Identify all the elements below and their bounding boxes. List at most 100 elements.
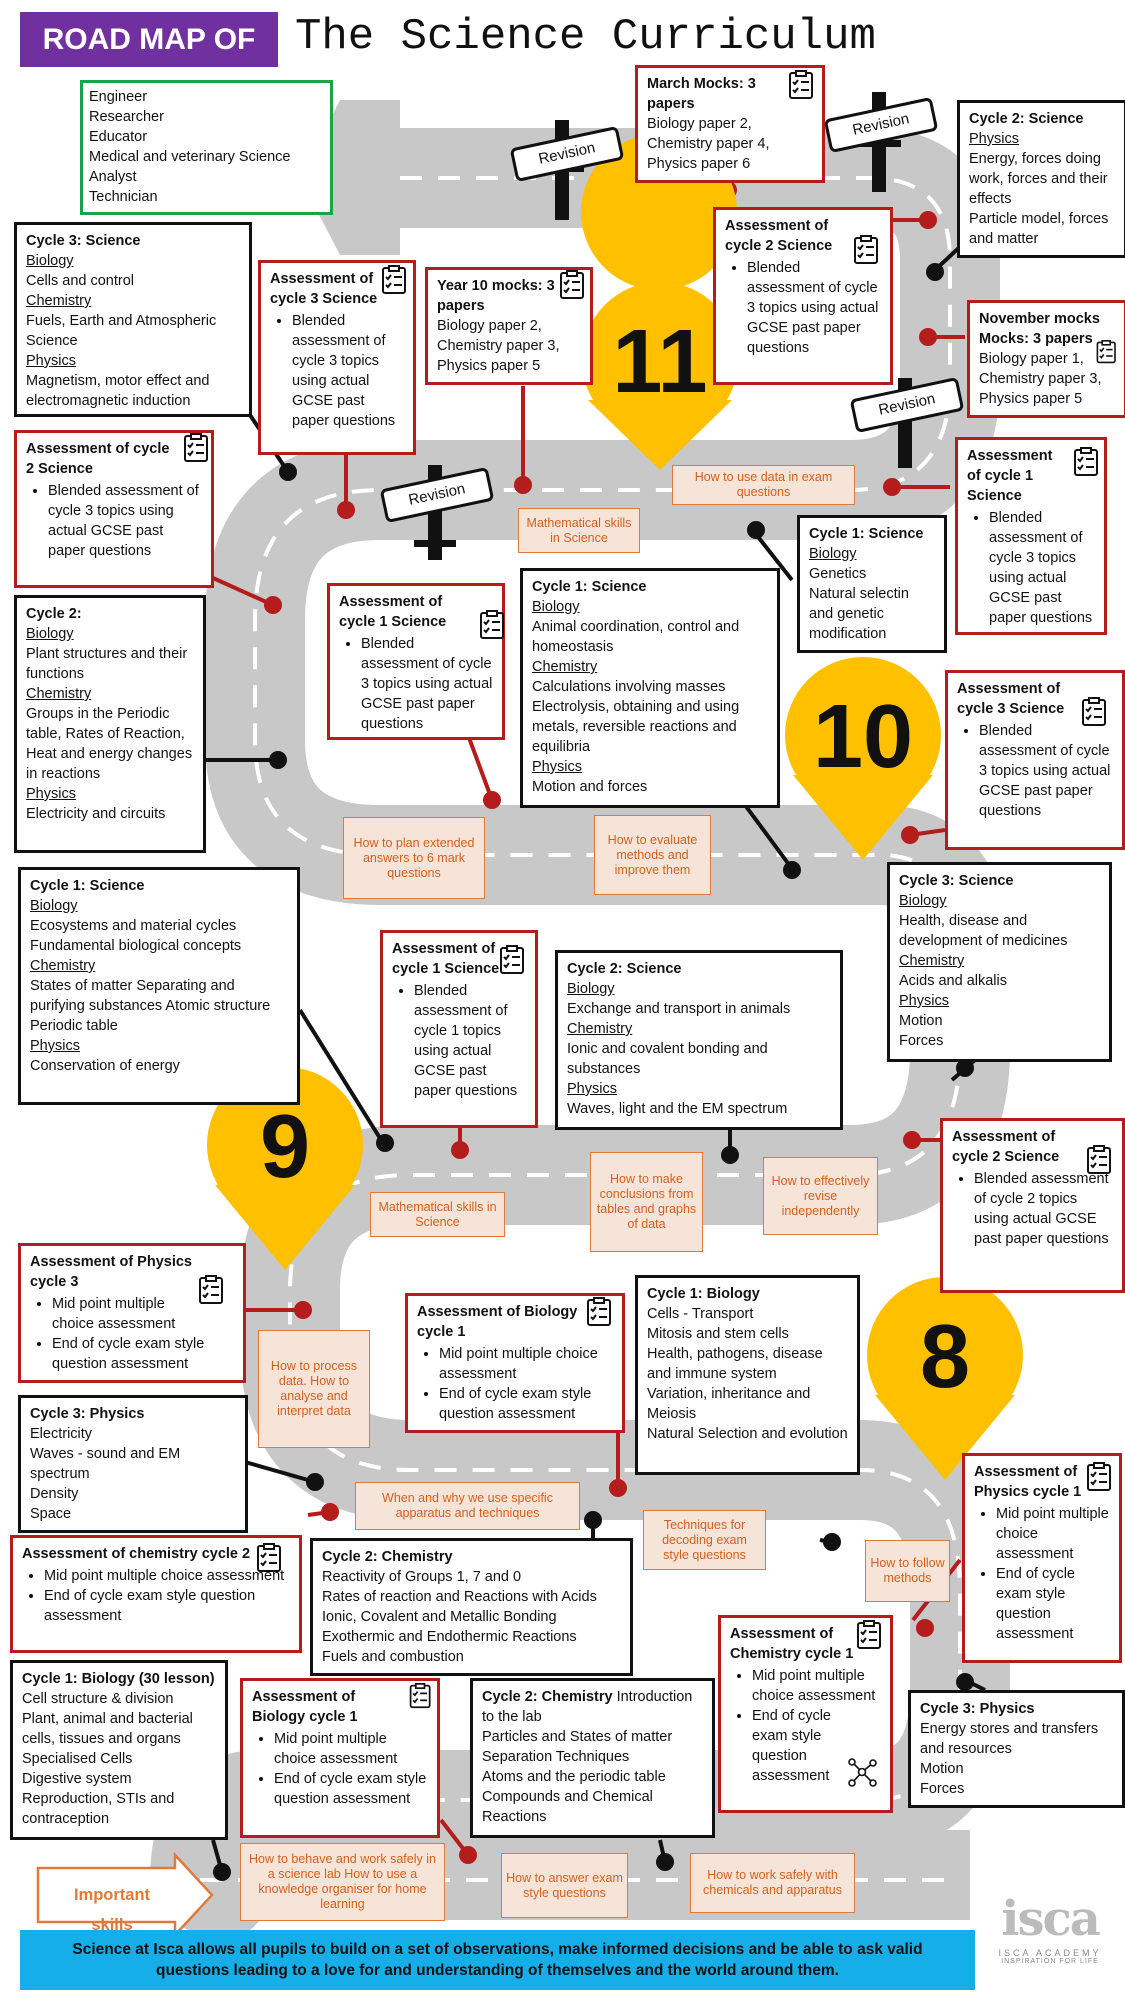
- box-title: Cycle 1: Science: [30, 878, 145, 894]
- subject-heading: Physics: [899, 993, 949, 1009]
- topic-line: Physics paper 5: [437, 358, 541, 374]
- topic-line: Cells and control: [26, 273, 134, 289]
- box-title: Assessment of cycle 1 Science: [967, 448, 1053, 504]
- topic-line: Ionic and covalent bonding and substance…: [567, 1041, 768, 1077]
- y10-cycle2-box: Cycle 2: Biology Plant structures and th…: [14, 595, 206, 853]
- y7-assessment-chemistry-cycle1-box: Assessment of Chemistry cycle 1 Mid poin…: [718, 1615, 893, 1813]
- topic-line: Mitosis and stem cells: [647, 1326, 789, 1342]
- career-item: Technician: [89, 189, 158, 205]
- year-11-label: 11: [612, 312, 708, 412]
- black-dots: [213, 263, 974, 1881]
- topic-line: Reproduction, STIs and contraception: [22, 1791, 175, 1827]
- skill-work-safely: How to work safely with chemicals and ap…: [690, 1853, 855, 1913]
- topic-line: Motion and forces: [532, 779, 648, 795]
- march-mocks-title: March Mocks: 3 papers: [647, 76, 756, 112]
- march-mocks-line: Physics paper 6: [647, 156, 751, 172]
- bullet-item: Blended assessment of cycle 2 topics usi…: [974, 1169, 1113, 1249]
- topic-line: Energy stores and transfers and resource…: [920, 1721, 1099, 1757]
- y7-cycle3-physics-box: Cycle 3: Physics Energy stores and trans…: [908, 1690, 1125, 1808]
- box-title: November mocks: [979, 311, 1100, 327]
- bullet-item: End of cycle exam style question assessm…: [44, 1586, 290, 1626]
- year-8-label: 8: [919, 1307, 971, 1407]
- y10-assessment-cycle1-box: Assessment of cycle 1 Science Blended as…: [327, 583, 505, 740]
- career-item: Researcher: [89, 109, 164, 125]
- important-skills-arrow: [36, 1851, 214, 1939]
- topic-line: Waves, light and the EM spectrum: [567, 1101, 788, 1117]
- clipboard-icon: [382, 265, 406, 294]
- box-title: Cycle 2:: [26, 606, 82, 622]
- box-title: Assessment of cycle 1 Science: [339, 594, 447, 630]
- bullet-item: Mid point multiple choice assessment: [996, 1504, 1110, 1564]
- y8-cycle1-biology-box: Cycle 1: Biology Cells - Transport Mitos…: [635, 1275, 860, 1475]
- title-band: ROAD MAP OF: [20, 12, 278, 67]
- y11-cycle2-box: Cycle 2: Science Physics Energy, forces …: [957, 100, 1125, 258]
- clipboard-icon: [184, 433, 208, 462]
- box-title: Cycle 2: Science: [969, 111, 1084, 127]
- year-10-label: 10: [812, 687, 914, 787]
- bullet-item: Mid point multiple choice assessment: [52, 1294, 234, 1334]
- clipboard-icon: [409, 1683, 431, 1709]
- logo-name: ISCA ACADEMY: [998, 1948, 1102, 1958]
- skill-data-exam: How to use data in exam questions: [672, 465, 855, 505]
- skill-math-1: Mathematical skills in Science: [518, 508, 640, 553]
- bullet-item: Mid point multiple choice assessment: [439, 1344, 613, 1384]
- box-title: Cycle 2: Chemistry: [482, 1689, 613, 1705]
- subject-heading: Biology: [26, 253, 74, 269]
- topic-line: Chemistry paper 3,: [437, 338, 560, 354]
- skill-math-2: Mathematical skills in Science: [370, 1192, 505, 1237]
- topic-line: Physics paper 5: [979, 391, 1083, 407]
- topic-line: Rates of reaction and Reactions with Aci…: [322, 1589, 597, 1605]
- page-title: The Science Curriculum: [295, 12, 876, 62]
- box-title: Assessment of chemistry cycle 2: [22, 1546, 251, 1562]
- skill-behave: How to behave and work safely in a scien…: [240, 1843, 445, 1921]
- subject-heading: Biology: [26, 626, 74, 642]
- y8-assessment-physics-cycle3-box: Assessment of Physics cycle 3 Mid point …: [18, 1243, 246, 1383]
- career-item: Educator: [89, 129, 148, 145]
- isca-logo: isca ISCA ACADEMY INSPIRATION FOR LIFE: [990, 1890, 1110, 1995]
- box-title: Cycle 2: Science: [567, 961, 682, 977]
- clipboard-icon: [257, 1543, 281, 1572]
- subject-heading: Physics: [969, 131, 1019, 147]
- box-title: Assessment of Chemistry cycle 1: [730, 1626, 854, 1662]
- topic-line: Fuels and combustion: [322, 1649, 464, 1665]
- topic-line: Biology paper 1,: [979, 351, 1084, 367]
- topic-line: Particles and States of matter: [482, 1729, 673, 1745]
- box-title: Cycle 1: Science: [809, 526, 924, 542]
- box-title: Cycle 1: Biology: [647, 1286, 760, 1302]
- skill-conclusions: How to make conclusions from tables and …: [590, 1152, 703, 1252]
- career-item: Engineer: [89, 89, 148, 105]
- clipboard-icon: [1087, 1462, 1111, 1491]
- box-title: Assessment of Physics cycle 3: [30, 1254, 192, 1290]
- y8-cycle3-physics-box: Cycle 3: Physics Electricity Waves - sou…: [18, 1395, 248, 1533]
- logo-letters: isca: [1001, 1891, 1101, 1947]
- topic-line: Groups in the Periodic table, Rates of R…: [26, 706, 193, 782]
- box-title: Cycle 3: Science: [26, 233, 141, 249]
- topic-line: Separation Techniques: [482, 1749, 630, 1765]
- year-9-pin: [207, 1067, 363, 1270]
- bullet-item: Blended assessment of cycle 3 topics usi…: [48, 481, 202, 561]
- y11-cycle1-box: Cycle 1: Science Biology Genetics Natura…: [797, 515, 947, 653]
- bullet-item: End of cycle exam style question assessm…: [996, 1564, 1110, 1644]
- y11-assessment-cycle3-box: Assessment of cycle 3 Science Blended as…: [258, 260, 416, 455]
- career-item: Medical and veterinary Science: [89, 149, 291, 165]
- skill-answer-exam: How to answer exam style questions: [501, 1853, 628, 1918]
- box-title: Assessment of Biology cycle 1: [252, 1689, 358, 1725]
- skill-apparatus: When and why we use specific apparatus a…: [355, 1482, 580, 1530]
- skill-plan-answers: How to plan extended answers to 6 mark q…: [343, 817, 485, 899]
- subject-heading: Biology: [30, 898, 78, 914]
- topic-line: Natural Selection and evolution: [647, 1426, 848, 1442]
- topic-line: Cell structure & division: [22, 1691, 174, 1707]
- bullet-item: Mid point multiple choice assessment: [274, 1729, 428, 1769]
- y10-cycle1-box: Cycle 1: Science Biology Animal coordina…: [520, 568, 780, 808]
- bullet-item: Blended assessment of cycle 3 topics usi…: [747, 258, 881, 358]
- bullet-item: Mid point multiple choice assessment: [44, 1566, 290, 1586]
- topic-line: Animal coordination, control and homeost…: [532, 619, 740, 655]
- topic-line: Ionic, Covalent and Metallic Bonding: [322, 1609, 557, 1625]
- bullet-item: Blended assessment of cycle 3 topics usi…: [989, 508, 1095, 628]
- bullet-item: End of cycle exam style question assessm…: [52, 1334, 234, 1374]
- topic-line: Acids and alkalis: [899, 973, 1007, 989]
- y7-assessment-biology-box: Assessment of Biology cycle 1 Mid point …: [240, 1678, 440, 1838]
- y8-assessment-chemistry-cycle2-box: Assessment of chemistry cycle 2 Mid poin…: [10, 1535, 302, 1653]
- bullet-item: Blended assessment of cycle 3 topics usi…: [979, 721, 1113, 821]
- important-skills-label: Important skills: [73, 1886, 151, 1934]
